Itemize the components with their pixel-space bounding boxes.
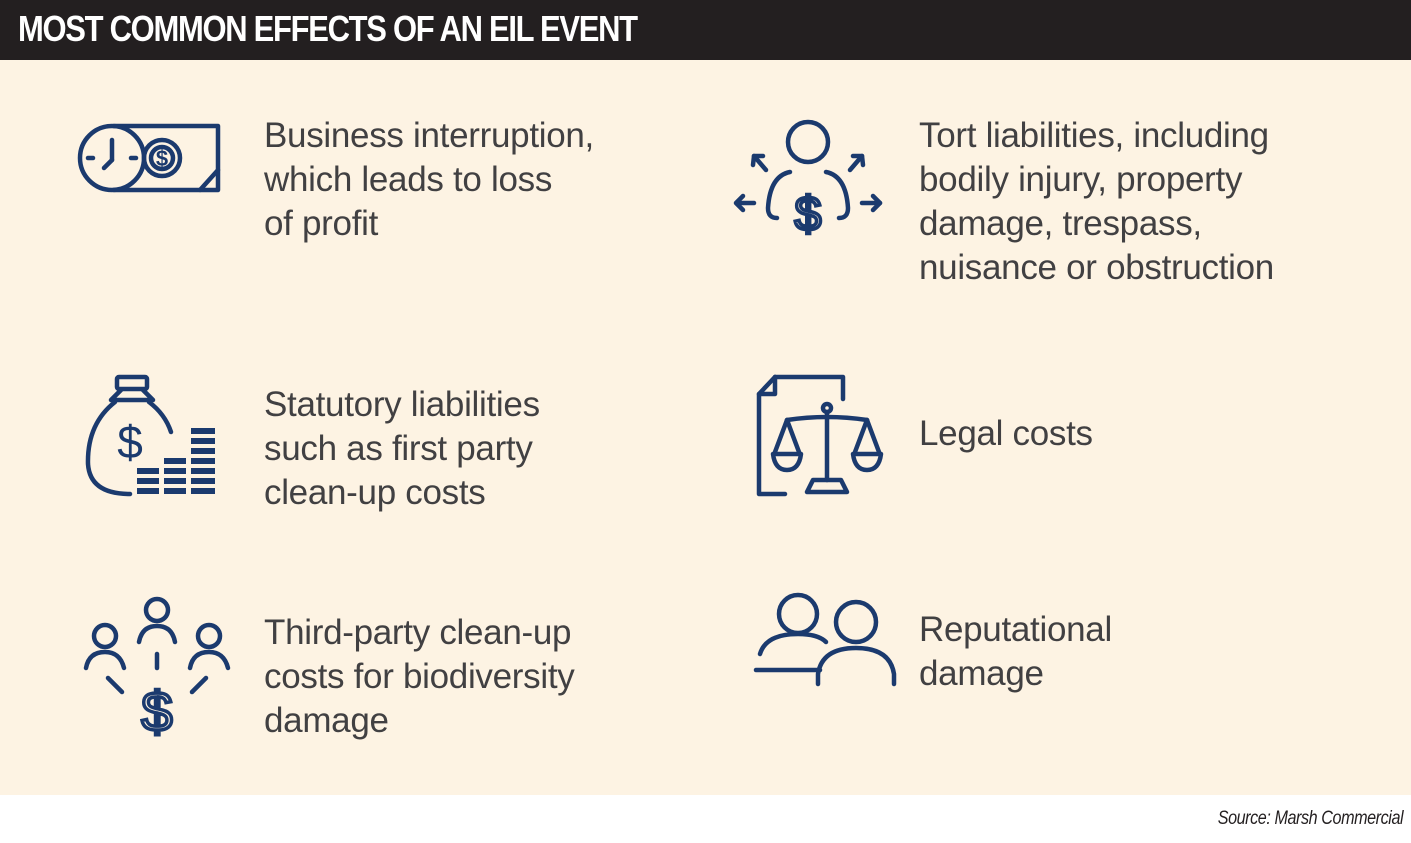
effect-tort-liabilities: Tort liabilities, including bodily injur… xyxy=(919,116,1274,287)
source-note: Source: Marsh Commercial xyxy=(1217,808,1404,829)
two-people-icon xyxy=(752,592,897,692)
effect-legal-costs: Legal costs xyxy=(919,414,1093,453)
svg-text:$: $ xyxy=(117,416,143,468)
page-title: MOST COMMON EFFECTS OF AN EIL EVENT xyxy=(18,8,638,49)
effect-business-interruption: Business interruption, which leads to lo… xyxy=(264,116,594,243)
clock-money-icon: $ xyxy=(76,122,226,197)
effects-panel xyxy=(0,60,1411,795)
svg-text:$: $ xyxy=(156,146,168,171)
effect-reputational-damage: Reputational damage xyxy=(919,610,1112,693)
effect-third-party-cleanup: Third-party clean-up costs for biodivers… xyxy=(264,613,575,740)
effect-statutory-liabilities: Statutory liabilities such as first part… xyxy=(264,385,540,512)
svg-text:$: $ xyxy=(795,188,822,241)
document-scales-icon xyxy=(755,374,884,499)
header-bar: MOST COMMON EFFECTS OF AN EIL EVENT xyxy=(0,0,1411,60)
person-dollar-arrows-icon: $ xyxy=(732,119,887,250)
svg-text:$: $ xyxy=(141,680,172,743)
people-dollar-network-icon: $ xyxy=(80,596,235,746)
money-bag-coins-icon: $ xyxy=(85,374,220,499)
